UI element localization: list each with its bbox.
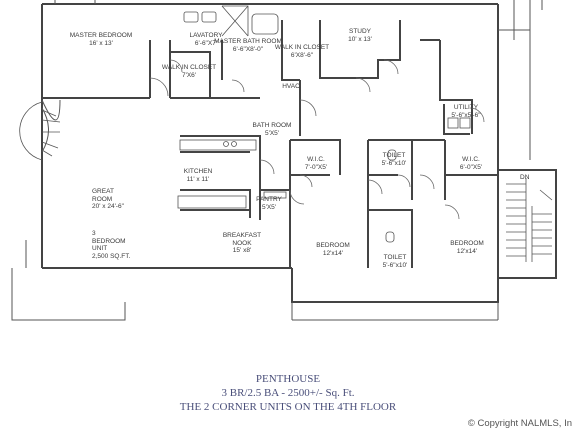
room-dimensions: 20' x 24'-6" bbox=[92, 203, 124, 210]
pantry-label: PANTRY 5'X5' bbox=[256, 196, 282, 211]
bath-room-label: BATH ROOM 5'X5' bbox=[253, 122, 292, 137]
bedroom-2-label: BEDROOM 12'x14' bbox=[450, 240, 484, 255]
shower bbox=[221, 5, 249, 37]
room-name: WALK IN CLOSET bbox=[161, 64, 217, 71]
room-name: BATH ROOM bbox=[252, 122, 292, 129]
kitchen-counter bbox=[179, 139, 257, 151]
wic-2-label: W.I.C. 6'-0"X5' bbox=[460, 156, 482, 171]
kitchen-label: KITCHEN 11' x 11' bbox=[184, 168, 213, 183]
room-name: PANTRY bbox=[256, 196, 282, 203]
master-bedroom-label: MASTER BEDROOM 16' x 13' bbox=[70, 32, 132, 47]
wic-1-label: W.I.C. 7'-0"X5' bbox=[305, 156, 327, 171]
caption-title: PENTHOUSE bbox=[255, 373, 321, 385]
stove-burner-2 bbox=[231, 141, 237, 147]
bottom-right-bump bbox=[291, 268, 499, 303]
room-name: BREAKFAST NOOK bbox=[222, 232, 262, 247]
room-dimensions: 7'-0"X5' bbox=[304, 163, 328, 171]
room-dimensions: 12'x14' bbox=[456, 247, 478, 255]
lavatory-label: LAVATORY 6'-6"X7' bbox=[190, 32, 223, 47]
copyright-notice: © Copyright NALMLS, In bbox=[467, 418, 572, 429]
room-dimensions: 7'X6' bbox=[181, 71, 197, 79]
room-dimensions: 12'x14' bbox=[322, 249, 344, 257]
hvac-label: HVAC bbox=[282, 83, 300, 91]
room-name: W.I.C. bbox=[462, 156, 480, 163]
room-name: GREAT ROOM bbox=[92, 188, 114, 203]
pantry-shelf bbox=[263, 191, 287, 199]
room-name: MASTER BATH ROOM bbox=[214, 38, 282, 45]
room-name: KITCHEN bbox=[183, 168, 213, 175]
room-name: STUDY bbox=[348, 28, 372, 35]
toilet-2-fixture bbox=[385, 231, 395, 243]
caption-specs: 3 BR/2.5 BA - 2500+/- Sq. Ft. bbox=[221, 387, 355, 399]
room-dimensions: 5'-6"x10' bbox=[381, 159, 407, 167]
room-dimensions: 6'-6"X8'-0" bbox=[232, 45, 264, 53]
toilet-1-label: TOILET 5'-6"x10' bbox=[382, 152, 407, 167]
room-dimensions: 5'-6"x10' bbox=[382, 261, 408, 269]
bedroom-1-label: BEDROOM 12'x14' bbox=[316, 242, 350, 257]
room-name: BEDROOM bbox=[316, 242, 350, 249]
room-dimensions: 5'X5' bbox=[261, 203, 277, 211]
room-name: TOILET bbox=[382, 152, 406, 159]
lavatory-sink bbox=[201, 11, 217, 23]
room-name: MASTER BEDROOM bbox=[69, 32, 133, 39]
room-dimensions: 6'-6"X7' bbox=[194, 39, 218, 47]
study-label: STUDY 10' x 13' bbox=[348, 28, 372, 43]
master-bath-label: MASTER BATH ROOM 6'-6"X8'-0" bbox=[214, 38, 282, 53]
room-name: UTILITY bbox=[453, 104, 479, 111]
room-dimensions: 5'X5' bbox=[264, 129, 280, 137]
room-dimensions: 6'X8'-6" bbox=[290, 51, 314, 59]
utility-washer bbox=[447, 117, 459, 129]
walk-in-closet-2-label: WALK IN CLOSET 6'X8'-6" bbox=[275, 44, 329, 59]
room-name: W.I.C. bbox=[307, 156, 325, 163]
unit-bedrooms: 3 BEDROOM UNIT bbox=[92, 230, 126, 252]
breakfast-nook-label: BREAKFAST NOOK 15' x8' bbox=[220, 232, 264, 255]
room-dimensions: 5'-6"x5'-6" bbox=[451, 111, 481, 119]
utility-label: UTILITY 5'-6"x5'-6" bbox=[451, 104, 480, 119]
toilet-2-label: TOILET 5'-6"x10' bbox=[383, 254, 408, 269]
room-name: WALK IN CLOSET bbox=[274, 44, 330, 51]
room-dimensions: 11' x 11' bbox=[186, 175, 210, 183]
walk-in-closet-1-label: WALK IN CLOSET 7'X6' bbox=[162, 64, 216, 79]
room-dimensions: 15' x8' bbox=[232, 247, 252, 254]
unit-square-feet: 2,500 SQ.FT. bbox=[92, 252, 131, 260]
toilet-1-fixture bbox=[387, 149, 397, 161]
room-name: HVAC bbox=[282, 83, 300, 90]
room-name: BEDROOM bbox=[450, 240, 484, 247]
stove-burner-1 bbox=[223, 141, 229, 147]
utility-dryer bbox=[459, 117, 471, 129]
caption-location: THE 2 CORNER UNITS ON THE 4TH FLOOR bbox=[179, 401, 397, 413]
lavatory-sink-2 bbox=[183, 11, 199, 23]
stair-block bbox=[498, 169, 557, 279]
unit-info-label: 3 BEDROOM UNIT 2,500 SQ.FT. bbox=[92, 230, 131, 260]
room-name: TOILET bbox=[383, 254, 407, 261]
room-dimensions: 6'-0"X5' bbox=[459, 163, 483, 171]
great-room-label: GREAT ROOM 20' x 24'-6" bbox=[92, 188, 124, 211]
room-dimensions: 16' x 13' bbox=[89, 39, 113, 47]
stair-down-label: DN bbox=[520, 174, 530, 181]
tub bbox=[251, 13, 279, 35]
room-name: LAVATORY bbox=[189, 32, 223, 39]
room-dimensions: 10' x 13' bbox=[348, 35, 372, 43]
kitchen-island bbox=[177, 195, 247, 209]
